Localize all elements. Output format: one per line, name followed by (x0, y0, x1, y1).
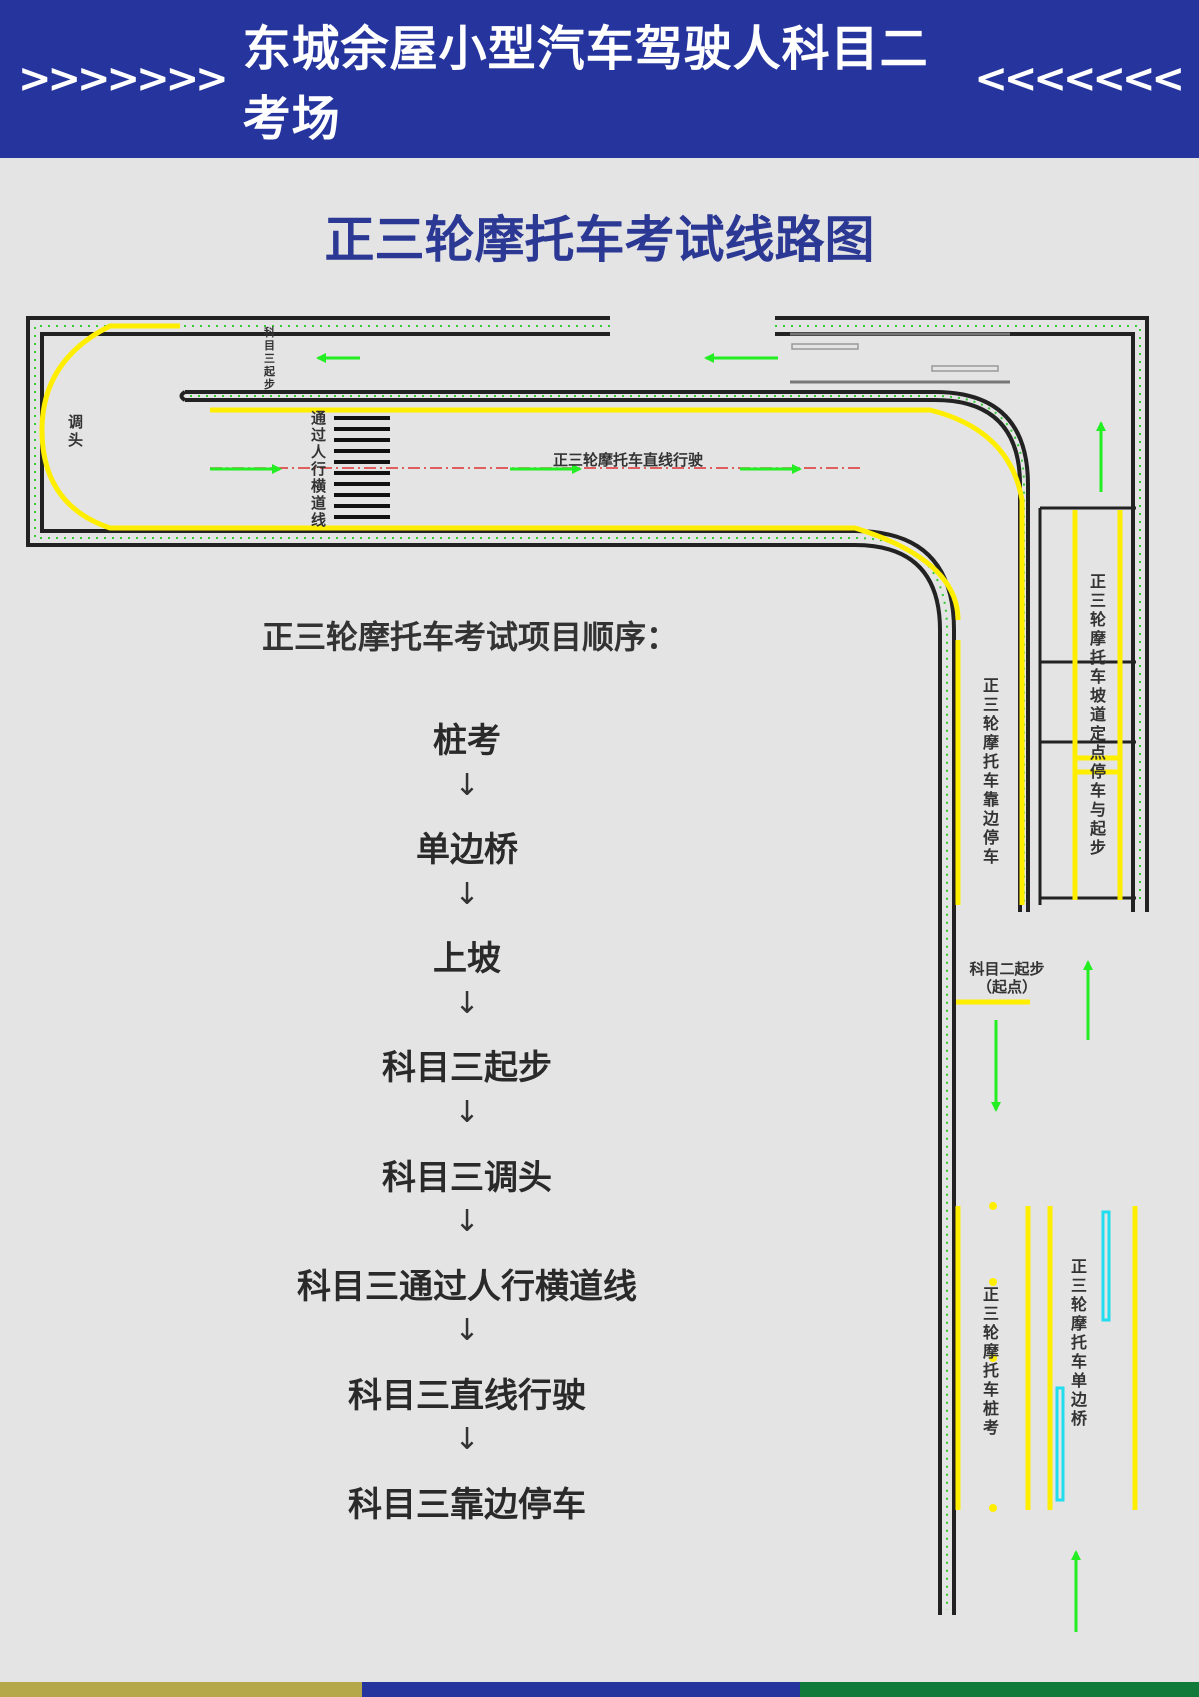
sequence-arrow: ↓ (454, 1095, 480, 1130)
sequence-item: 桩考 (433, 721, 501, 761)
sequence-arrow: ↓ (454, 986, 480, 1021)
sequence-arrow: ↓ (454, 1422, 480, 1457)
pile-test-section (955, 1206, 1138, 1510)
page-header: >>>>>>> 东城余屋小型汽车驾驶人科目二考场 <<<<<<< (0, 0, 1199, 158)
sequence-item: 科目三起步 (382, 1048, 552, 1088)
label-start-k2-line1: 科目二起步 (969, 960, 1045, 978)
label-start-k3: 科目三起步 (264, 326, 275, 391)
bottom-strip-blue (362, 1682, 800, 1697)
single-bridge-planks (1055, 1210, 1111, 1502)
top-parking-boxes (791, 343, 999, 372)
sequence-arrow: ↓ (454, 768, 480, 803)
sequence-heading: 正三轮摩托车考试项目顺序： (262, 618, 679, 656)
lane-yellow-lines (39, 323, 1030, 1005)
crosswalk-stripes (334, 416, 390, 519)
sequence-arrow: ↓ (454, 1313, 480, 1348)
sequence-item: 科目三通过人行横道线 (297, 1267, 637, 1307)
label-side-park: 正三轮摩托车靠边停车 (983, 676, 1000, 866)
label-start-k2-line2: （起点） (976, 978, 1037, 996)
sequence-item: 科目三靠边停车 (348, 1485, 586, 1525)
direction-arrows (210, 353, 1106, 1632)
sequence-arrow: ↓ (454, 1204, 480, 1239)
sequence-item: 科目三调头 (382, 1158, 552, 1198)
road-dotted-lines (34, 325, 1141, 1610)
header-title: 东城余屋小型汽车驾驶人科目二考场 (242, 21, 929, 147)
label-slope: 正三轮摩托车坡道定点停车与起步 (1090, 572, 1107, 857)
left-chevrons: >>>>>>> (18, 56, 229, 102)
sequence-item: 单边桥 (416, 830, 518, 870)
bottom-strip-olive (0, 1682, 362, 1697)
label-straight: 正三轮摩托车直线行驶 (553, 451, 704, 469)
sequence-arrow: ↓ (454, 877, 480, 912)
label-uturn: 调头 (68, 413, 84, 449)
pile-markers (989, 1202, 997, 1512)
label-crosswalk: 通过人行横道线 (311, 409, 327, 529)
sequence-item: 上坡 (433, 939, 501, 979)
page-subtitle: 正三轮摩托车考试线路图 (324, 211, 875, 269)
label-pile: 正三轮摩托车桩考 (983, 1285, 1000, 1437)
right-chevrons: <<<<<<< (974, 56, 1185, 102)
bottom-strip-green (800, 1682, 1199, 1697)
road-outer-boundary (26, 316, 1149, 1615)
label-start-k2: 科目二起步 （起点） (957, 960, 1057, 996)
top-parking-marks (790, 332, 1010, 384)
label-bridge: 正三轮摩托车单边桥 (1071, 1257, 1088, 1428)
sequence-item: 科目三直线行驶 (348, 1376, 586, 1416)
slope-yellow-lines (1072, 510, 1123, 900)
